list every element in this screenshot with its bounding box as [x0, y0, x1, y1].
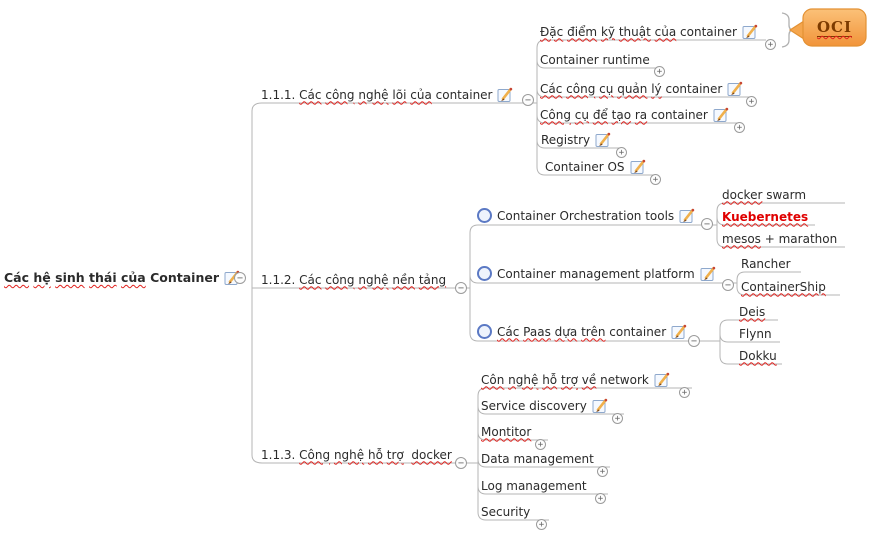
node-rancher[interactable]: Rancher	[741, 255, 791, 272]
edit-icon[interactable]	[630, 159, 646, 175]
node-kuebernetes[interactable]: Kuebernetes	[722, 208, 808, 225]
node-label: Các công cụ quản lý container	[540, 81, 723, 96]
node-1-1-2[interactable]: 1.1.2. Các công nghệ nền tảng	[261, 271, 446, 288]
node-label: Montitor	[481, 424, 532, 439]
node-label: Container runtime	[540, 52, 650, 67]
collapse-button-root[interactable]: −	[234, 272, 246, 284]
circle-icon	[477, 324, 492, 339]
node-container-os[interactable]: Container OS	[545, 158, 646, 175]
node-management-platform[interactable]: Container management platform	[477, 265, 716, 282]
edit-icon[interactable]	[497, 87, 513, 103]
edit-icon[interactable]	[742, 24, 758, 40]
node-label: Registry	[541, 132, 591, 147]
expand-button-data-management[interactable]: +	[597, 466, 608, 477]
node-service-discovery[interactable]: Service discovery	[481, 397, 608, 414]
node-label: Service discovery	[481, 398, 587, 413]
expand-button-registry[interactable]: +	[616, 147, 627, 158]
collapse-button-1-1-3[interactable]: −	[455, 457, 467, 469]
node-security[interactable]: Security	[481, 503, 530, 520]
node-label: Dokku	[739, 348, 777, 363]
node-1-1-3-label: 1.1.3. Công nghệ hỗ trợ docker	[261, 447, 452, 462]
node-label: docker swarm	[722, 187, 807, 202]
collapse-button-paas[interactable]: −	[688, 335, 700, 347]
expand-button-runtime[interactable]: +	[654, 66, 665, 77]
circle-icon	[477, 208, 492, 223]
collapse-button-orchestration[interactable]: −	[701, 218, 713, 230]
node-deis[interactable]: Deis	[739, 303, 765, 320]
node-label: Container management platform	[497, 266, 695, 281]
node-dac-diem-ky-thuat[interactable]: Đặc điểm kỹ thuật của container	[540, 23, 758, 40]
node-1-1-1[interactable]: 1.1.1. Các công nghệ lõi của container	[261, 86, 513, 103]
expand-button-service-discovery[interactable]: +	[612, 413, 623, 424]
node-label: Rancher	[741, 256, 791, 271]
node-log-management[interactable]: Log management	[481, 477, 587, 494]
node-dokku[interactable]: Dokku	[739, 347, 777, 364]
expand-button-montitor[interactable]: +	[535, 439, 546, 450]
node-label: Deis	[739, 304, 766, 319]
collapse-button-1-1-2[interactable]: −	[455, 282, 467, 294]
collapse-button-1-1-1[interactable]: −	[522, 94, 534, 106]
expand-button-network[interactable]: +	[679, 387, 690, 398]
node-root[interactable]: Các hệ sinh thái của Container	[4, 269, 240, 286]
edit-icon[interactable]	[700, 266, 716, 282]
node-label: Container Orchestration tools	[497, 208, 675, 223]
node-label: Security	[481, 504, 531, 519]
expand-button-security[interactable]: +	[536, 519, 547, 530]
circle-icon	[477, 266, 492, 281]
expand-button-log-management[interactable]: +	[595, 493, 606, 504]
node-paas[interactable]: Các Paas dựa trên container	[477, 323, 687, 340]
node-root-label: Các hệ sinh thái của Container	[4, 270, 220, 285]
edit-icon[interactable]	[654, 372, 670, 388]
node-label: Đặc điểm kỹ thuật của container	[540, 24, 737, 39]
node-label: Flynn	[739, 326, 772, 341]
node-label: Kuebernetes	[722, 209, 809, 224]
expand-button-tao-ra[interactable]: +	[734, 122, 745, 133]
node-orchestration-tools[interactable]: Container Orchestration tools	[477, 207, 695, 224]
node-docker-swarm[interactable]: docker swarm	[722, 186, 806, 203]
collapse-button-management[interactable]: −	[722, 279, 734, 291]
node-flynn[interactable]: Flynn	[739, 325, 772, 342]
node-1-1-3[interactable]: 1.1.3. Công nghệ hỗ trợ docker	[261, 446, 452, 463]
node-label: Log management	[481, 478, 587, 493]
edit-icon[interactable]	[727, 81, 743, 97]
node-montitor[interactable]: Montitor	[481, 423, 531, 440]
node-1-1-2-label: 1.1.2. Các công nghệ nền tảng	[261, 272, 447, 287]
node-oci-callout[interactable]: OCI	[803, 9, 866, 46]
expand-button-dac-diem[interactable]: +	[765, 39, 776, 50]
node-label: mesos + marathon	[722, 231, 838, 246]
node-registry[interactable]: Registry	[541, 131, 611, 148]
edit-icon[interactable]	[679, 208, 695, 224]
node-label: ContainerShip	[741, 279, 826, 294]
edit-icon[interactable]	[671, 324, 687, 340]
node-cong-cu-quan-ly[interactable]: Các công cụ quản lý container	[540, 80, 743, 97]
edit-icon[interactable]	[592, 398, 608, 414]
node-mesos-marathon[interactable]: mesos + marathon	[722, 230, 837, 247]
node-label: Container OS	[545, 159, 625, 174]
node-label: Công cụ để tạo ra container	[540, 107, 708, 122]
node-data-management[interactable]: Data management	[481, 450, 594, 467]
expand-button-container-os[interactable]: +	[650, 174, 661, 185]
node-containership[interactable]: ContainerShip	[741, 278, 826, 295]
node-network-support[interactable]: Côn nghệ hỗ trợ về network	[481, 371, 670, 388]
node-cong-cu-tao-ra[interactable]: Công cụ để tạo ra container	[540, 106, 729, 123]
node-label: Côn nghệ hỗ trợ về network	[481, 372, 649, 387]
edit-icon[interactable]	[595, 132, 611, 148]
expand-button-quan-ly[interactable]: +	[746, 96, 757, 107]
edit-icon[interactable]	[713, 107, 729, 123]
node-label: Data management	[481, 451, 594, 466]
node-oci-label: OCI	[816, 18, 853, 37]
node-container-runtime[interactable]: Container runtime	[540, 51, 650, 68]
node-label: Các Paas dựa trên container	[497, 324, 667, 339]
node-1-1-1-label: 1.1.1. Các công nghệ lõi của container	[261, 87, 493, 102]
